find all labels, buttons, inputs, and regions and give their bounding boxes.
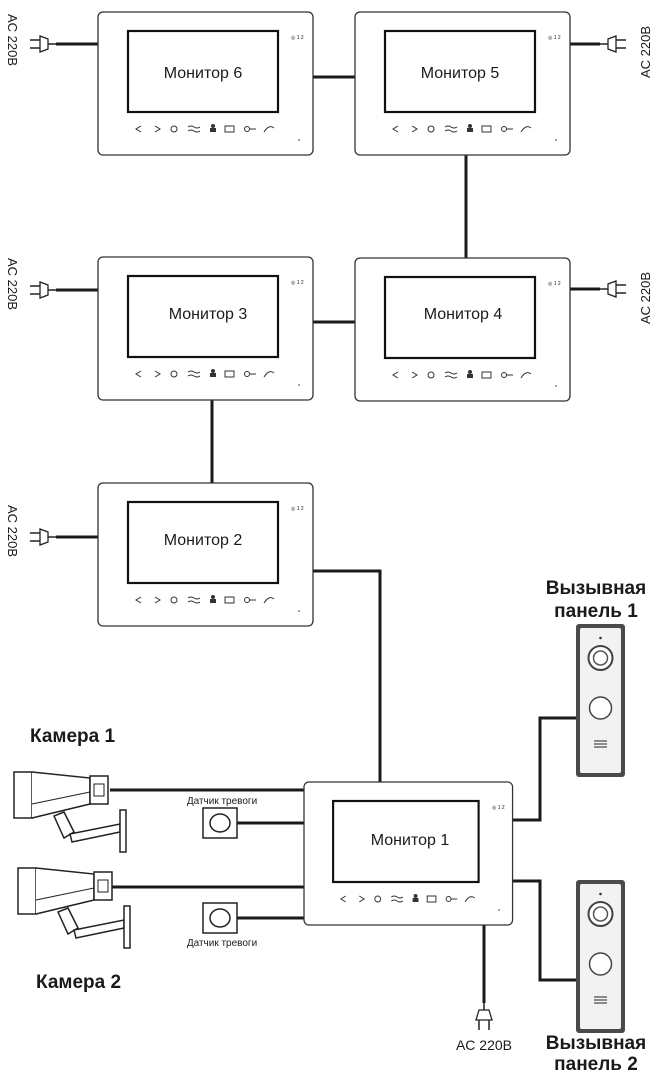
power-label: AC 220В — [5, 258, 20, 310]
monitor-label: Монитор 2 — [164, 532, 243, 549]
power-label: AC 220В — [5, 505, 20, 557]
power-m3: AC 220В — [5, 258, 56, 310]
camera-1-title: Камера 1 — [30, 726, 115, 747]
monitor-2: ◎ 1 2 Монитор 2 — [96, 481, 315, 628]
camera-2 — [17, 867, 131, 949]
indicator-text: ◎ 1 2 — [291, 280, 304, 286]
camera-1 — [13, 771, 127, 853]
power-m6: AC 220В — [5, 14, 56, 66]
indicator-text: ◎ 1 2 — [291, 506, 304, 512]
sensor-1 — [202, 807, 238, 839]
monitor-label: Монитор 6 — [164, 65, 243, 82]
power-label: AC 220В — [5, 14, 20, 66]
monitor-1: ◎ 1 2 Монитор 1 — [302, 780, 514, 927]
monitor-label: Монитор 4 — [424, 306, 503, 323]
power-m4: AC 220В — [600, 272, 653, 324]
plug-icon — [30, 35, 56, 53]
power-label: AC 220В — [638, 272, 653, 324]
indicator-text: ◎ 1 2 — [548, 35, 561, 41]
monitor-label: Монитор 1 — [371, 832, 450, 849]
power-m2: AC 220В — [5, 505, 56, 557]
plug-icon — [30, 281, 56, 299]
sensor-1-label: Датчик тревоги — [187, 796, 257, 807]
plug-icon — [600, 35, 626, 53]
monitor-6: ◎ 1 2 Монитор 6 — [96, 10, 315, 157]
power-label: AC 220В — [638, 26, 653, 78]
monitor-5: ◎ 1 2 Монитор 5 — [353, 10, 572, 157]
monitor-3: ◎ 1 2 Монитор 3 — [96, 255, 315, 402]
power-m5: AC 220В — [600, 26, 653, 78]
call-panel-1 — [575, 623, 626, 778]
wires — [56, 42, 600, 1003]
indicator-text: ◎ 1 2 — [291, 35, 304, 41]
monitor-label: Монитор 5 — [421, 65, 500, 82]
power-label: AC 220В — [456, 1037, 512, 1053]
monitor-4: ◎ 1 2 Монитор 4 — [353, 256, 572, 403]
plug-icon — [600, 280, 626, 298]
call-panel-2 — [575, 879, 626, 1034]
panel-1-title-line1: Вызывная — [546, 578, 646, 599]
panel-2-title-line1: Вызывная — [546, 1033, 646, 1054]
camera-2-title: Камера 2 — [36, 972, 121, 993]
indicator-text: ◎ 1 2 — [492, 805, 505, 811]
sensor-2-label: Датчик тревоги — [187, 938, 257, 949]
panel-2-title-line2: панель 2 — [554, 1054, 638, 1075]
panel-1-title-line2: панель 1 — [554, 601, 638, 622]
power-m1: AC 220В — [456, 1003, 512, 1053]
plug-icon — [30, 528, 56, 546]
plug-icon — [475, 1003, 493, 1030]
indicator-text: ◎ 1 2 — [548, 281, 561, 287]
monitor-label: Монитор 3 — [169, 306, 248, 323]
sensor-2 — [202, 902, 238, 934]
